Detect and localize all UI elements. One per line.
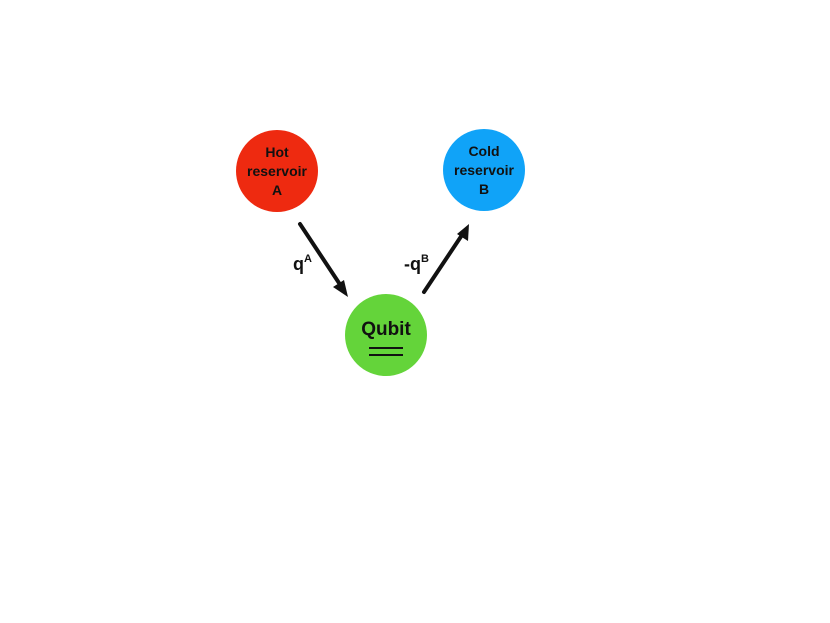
heat-in-base: q bbox=[293, 254, 304, 274]
energy-levels-icon bbox=[369, 346, 403, 356]
cold-reservoir-line-3: B bbox=[478, 180, 490, 197]
cold-reservoir-line-1: Cold bbox=[468, 142, 500, 159]
qubit-label: Qubit bbox=[361, 318, 411, 340]
hot-reservoir-line-1: Hot bbox=[265, 143, 289, 160]
hot-reservoir-node: Hot reservoir A bbox=[236, 130, 318, 212]
energy-level-lower bbox=[369, 353, 403, 356]
heat-out-label: -qB bbox=[404, 253, 429, 275]
heat-in-label: qA bbox=[293, 253, 312, 275]
hot-reservoir-line-3: A bbox=[271, 181, 283, 198]
arrow-qubit-to-cold bbox=[422, 233, 464, 294]
arrowhead-qubit-to-cold bbox=[457, 224, 469, 241]
heat-out-base: -q bbox=[404, 254, 421, 274]
hot-reservoir-line-2: reservoir bbox=[247, 162, 307, 179]
qubit-node: Qubit bbox=[345, 294, 427, 376]
heat-in-superscript: A bbox=[304, 253, 312, 265]
arrowhead-hot-to-qubit bbox=[333, 280, 348, 297]
energy-level-upper bbox=[369, 346, 403, 349]
cold-reservoir-node: Cold reservoir B bbox=[443, 129, 525, 211]
cold-reservoir-line-2: reservoir bbox=[454, 161, 514, 178]
heat-out-superscript: B bbox=[421, 253, 429, 265]
arrow-hot-to-qubit bbox=[298, 222, 343, 288]
